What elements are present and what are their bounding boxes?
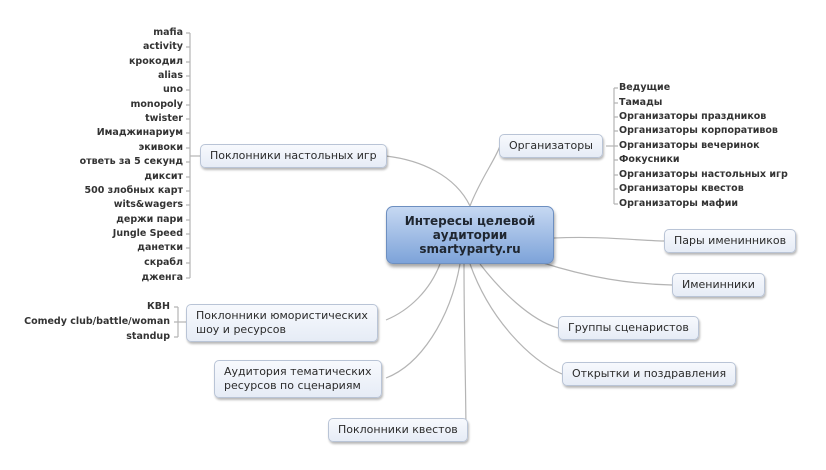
leaf-kvn[interactable]: КВН xyxy=(147,301,170,312)
leaf-twister[interactable]: twister xyxy=(145,113,183,124)
leaf-uno[interactable]: uno xyxy=(162,84,183,95)
thematic-audience-topic[interactable]: Аудитория тематических ресурсов по сцена… xyxy=(214,360,382,398)
leaf-wits-wagers[interactable]: wits&wagers xyxy=(113,199,183,210)
leaf-dixit[interactable]: диксит xyxy=(144,171,183,182)
central-topic[interactable]: Интересы целевой аудитории smartyparty.r… xyxy=(386,206,554,264)
leaf-imaginarium[interactable]: Имаджинариум xyxy=(96,127,183,138)
cards-greetings-topic[interactable]: Открытки и поздравления xyxy=(562,362,737,386)
quest-fans-label: Поклонники квестов xyxy=(338,423,458,436)
leaf-corporate-organizers[interactable]: Организаторы корпоративов xyxy=(619,125,778,136)
leaf-holiday-organizers[interactable]: Организаторы праздников xyxy=(619,111,767,122)
quest-fans-topic[interactable]: Поклонники квестов xyxy=(328,418,468,442)
leaf-tamady[interactable]: Тамады xyxy=(619,97,663,108)
leaf-alias[interactable]: alias xyxy=(158,70,183,81)
leaf-comedy-club[interactable]: Comedy club/battle/woman xyxy=(24,316,170,327)
humor-topic[interactable]: Поклонники юмористических шоу и ресурсов xyxy=(186,304,378,342)
script-writers-topic[interactable]: Группы сценаристов xyxy=(558,316,699,340)
leaf-mafia-organizers[interactable]: Организаторы мафии xyxy=(619,198,739,209)
humor-label-line-1: Поклонники юмористических xyxy=(196,309,368,322)
thematic-label-line-2: ресурсов по сценариям xyxy=(224,379,361,392)
leaf-magicians[interactable]: Фокусники xyxy=(619,154,680,165)
leaf-derzhi-pari[interactable]: держи пари xyxy=(116,214,183,225)
leaf-activity[interactable]: activity xyxy=(142,41,183,52)
leaf-ekivoki[interactable]: экивоки xyxy=(138,142,183,153)
board-games-topic[interactable]: Поклонники настольных игр xyxy=(200,144,387,168)
central-topic-line-3: smartyparty.ru xyxy=(419,242,521,256)
leaf-boardgame-organizers[interactable]: Организаторы настольных игр xyxy=(619,169,788,180)
leaf-jungle-speed[interactable]: Jungle Speed xyxy=(112,228,183,239)
leaf-standup[interactable]: standup xyxy=(126,331,170,342)
leaf-monopoly[interactable]: monopoly xyxy=(130,99,184,110)
leaf-mafia[interactable]: mafia xyxy=(153,27,183,38)
central-topic-line-2: аудитории xyxy=(432,228,508,242)
thematic-label-line-1: Аудитория тематических xyxy=(224,365,372,378)
birthday-people-label: Именинники xyxy=(682,278,755,291)
humor-label-line-2: шоу и ресурсов xyxy=(196,323,286,336)
leaf-krokodil[interactable]: крокодил xyxy=(128,56,183,67)
organizers-label: Организаторы xyxy=(509,139,593,152)
leaf-quest-organizers[interactable]: Организаторы квестов xyxy=(619,183,744,194)
leaf-danetki[interactable]: данетки xyxy=(137,242,183,253)
leaf-500-cards[interactable]: 500 злобных карт xyxy=(84,185,183,196)
central-topic-line-1: Интересы целевой xyxy=(404,214,536,228)
leaf-jenga[interactable]: дженга xyxy=(141,272,183,283)
birthday-couples-topic[interactable]: Пары именинников xyxy=(664,229,797,253)
birthday-couples-label: Пары именинников xyxy=(674,234,787,247)
board-games-label: Поклонники настольных игр xyxy=(210,149,377,162)
organizers-topic[interactable]: Организаторы xyxy=(499,134,603,158)
leaf-5-seconds[interactable]: ответь за 5 секунд xyxy=(79,156,183,167)
script-writers-label: Группы сценаристов xyxy=(568,321,689,334)
birthday-people-topic[interactable]: Именинники xyxy=(672,273,765,297)
leaf-scrabble[interactable]: скрабл xyxy=(144,257,183,268)
cards-greetings-label: Открытки и поздравления xyxy=(572,367,727,380)
leaf-party-organizers[interactable]: Организаторы вечеринок xyxy=(619,140,760,151)
leaf-hosts[interactable]: Ведущие xyxy=(619,82,671,93)
